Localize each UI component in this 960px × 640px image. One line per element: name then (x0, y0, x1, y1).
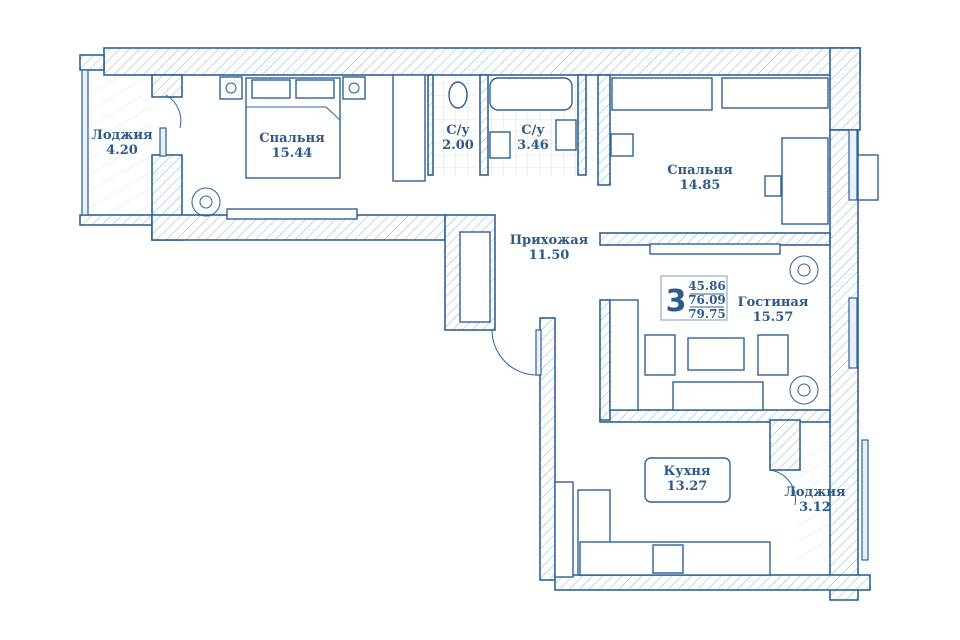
total-area: 76.09 (688, 293, 726, 307)
living-shelf (609, 299, 639, 411)
svg-text:4.20: 4.20 (106, 143, 138, 158)
sofa (672, 381, 764, 411)
walls (79, 47, 871, 601)
hall-wardrobe (459, 231, 491, 323)
tv-stand (226, 208, 358, 220)
svg-text:Лоджия: Лоджия (91, 128, 153, 143)
sink (555, 119, 577, 151)
room-loggia-2: Лоджия 3.12 (784, 485, 846, 515)
room-hallway: Прихожая 11.50 (510, 233, 589, 263)
svg-text:Спальня: Спальня (259, 131, 325, 146)
wardrobe (392, 74, 426, 182)
svg-text:Гостиная: Гостиная (738, 295, 809, 310)
room-kitchen: Кухня 13.27 (663, 464, 710, 494)
stove (652, 544, 684, 574)
plant-icon (789, 375, 819, 405)
chair (764, 175, 782, 197)
door-swing (165, 94, 182, 129)
washing-machine (489, 131, 511, 159)
svg-text:15.44: 15.44 (272, 146, 313, 161)
svg-text:Спальня: Спальня (667, 163, 733, 178)
room-bathroom-1: С/у 2.00 (442, 123, 474, 153)
bathtub (489, 77, 573, 111)
door-loggia-left (159, 127, 167, 157)
fridge (554, 481, 574, 578)
window-living (848, 297, 858, 369)
loggia-floor-left (86, 70, 152, 215)
nightstand (342, 76, 366, 100)
plant-icon (191, 187, 221, 217)
window-loggia-right (861, 439, 869, 561)
nightstand (219, 76, 243, 100)
room-count: 3 (666, 284, 687, 319)
svg-text:2.00: 2.00 (442, 138, 474, 153)
room-bedroom-1: Спальня 15.44 (259, 131, 325, 161)
room-bathroom-2: С/у 3.46 (517, 123, 549, 153)
svg-text:14.85: 14.85 (680, 178, 721, 193)
plant-icon (789, 255, 819, 285)
bed (245, 77, 341, 179)
desk (781, 137, 829, 225)
bed-single (611, 77, 713, 111)
svg-text:13.27: 13.27 (667, 479, 708, 494)
window-loggia-left (81, 69, 89, 216)
svg-text:Прихожая: Прихожая (510, 233, 589, 248)
svg-text:Кухня: Кухня (663, 464, 710, 479)
svg-text:11.50: 11.50 (529, 248, 570, 263)
svg-text:С/у: С/у (446, 123, 470, 138)
svg-text:15.57: 15.57 (753, 310, 794, 325)
apartment-summary-badge: 3 45.86 76.09 79.75 (660, 275, 728, 321)
toilet (448, 81, 468, 109)
living-area: 45.86 (688, 279, 726, 293)
wardrobe-2 (721, 77, 829, 109)
door-swing (491, 329, 537, 376)
armchair (757, 334, 789, 376)
door-swing (769, 469, 796, 506)
room-loggia-1: Лоджия 4.20 (91, 128, 153, 158)
tv-stand-2 (649, 243, 781, 255)
svg-text:3.12: 3.12 (799, 500, 831, 515)
armchair (644, 334, 676, 376)
svg-text:3.46: 3.46 (517, 138, 549, 153)
entrance-door (535, 329, 542, 376)
dining-table (644, 457, 731, 503)
ac-unit (857, 154, 879, 201)
svg-text:Лоджия: Лоджия (784, 485, 846, 500)
coffee-table (687, 337, 745, 371)
room-living: Гостиная 15.57 (738, 295, 809, 325)
window-bedroom-2 (848, 129, 858, 201)
total-area-with-loggias: 79.75 (688, 307, 726, 321)
svg-text:С/у: С/у (521, 123, 545, 138)
room-bedroom-2: Спальня 14.85 (667, 163, 733, 193)
nightstand (610, 133, 634, 157)
